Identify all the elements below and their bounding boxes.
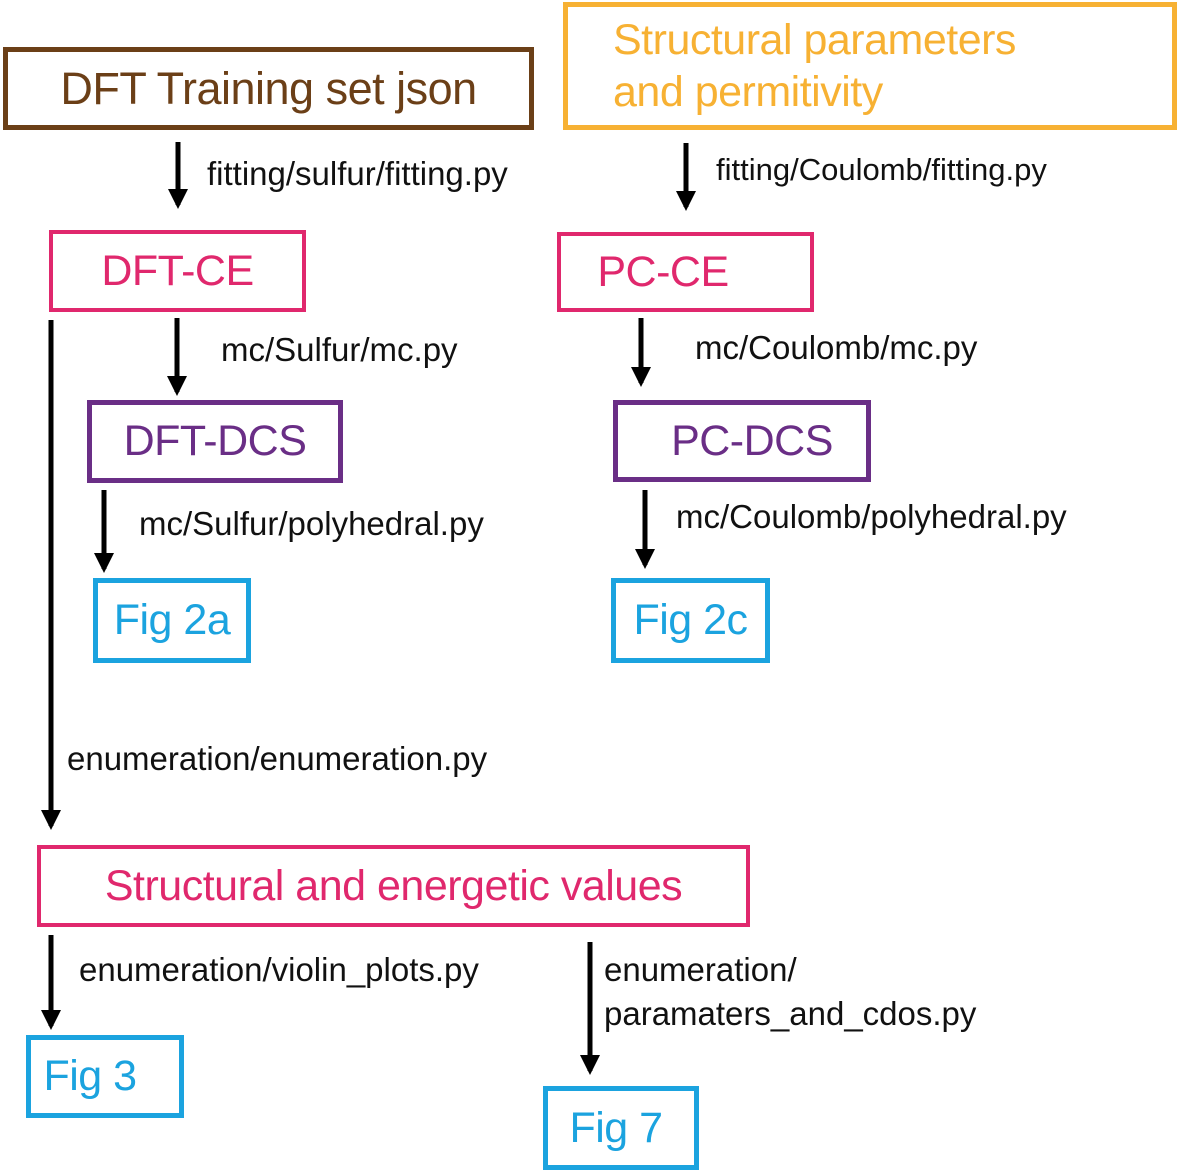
fig-7-label: Fig 7 (569, 1103, 663, 1152)
edge-label-params-cdos-line2: paramaters_and_cdos.py (604, 995, 977, 1032)
edge-label-sulfur-mc: mc/Sulfur/mc.py (221, 331, 458, 368)
fig-2c-node: Fig 2c (611, 578, 770, 663)
edge-label-violin-plots: enumeration/violin_plots.py (79, 951, 479, 988)
fig-3-node: Fig 3 (26, 1035, 184, 1118)
fig-3-label: Fig 3 (43, 1052, 137, 1100)
edge-label-enumeration: enumeration/enumeration.py (67, 740, 488, 777)
fig-2c-label: Fig 2c (633, 596, 748, 644)
edge-label-coulomb-mc: mc/Coulomb/mc.py (695, 329, 978, 366)
dft-dcs-label: DFT-DCS (123, 417, 307, 465)
fig-2a-label: Fig 2a (113, 596, 231, 644)
edge-label-sulfur-fitting: fitting/sulfur/fitting.py (207, 155, 508, 192)
dft-training-set-label: DFT Training set json (60, 62, 477, 114)
edge-label-coulomb-polyhedral: mc/Coulomb/polyhedral.py (676, 498, 1067, 535)
fig-7-node: Fig 7 (543, 1086, 699, 1170)
fig-2a-node: Fig 2a (93, 578, 251, 663)
structural-energetic-node: Structural and energetic values (37, 845, 750, 927)
pc-ce-node: PC-CE (557, 232, 814, 312)
edge-label-params-cdos-line1: enumeration/ (604, 951, 797, 988)
dft-ce-label: DFT-CE (101, 246, 254, 295)
structural-parameters-node: Structural parameters and permitivity (563, 2, 1177, 130)
edge-label-coulomb-fitting: fitting/Coulomb/fitting.py (716, 152, 1047, 187)
structural-parameters-label: Structural parameters and permitivity (613, 16, 1016, 116)
pc-dcs-node: PC-DCS (613, 400, 871, 482)
structural-energetic-label: Structural and energetic values (104, 861, 683, 910)
dft-ce-node: DFT-CE (49, 230, 306, 312)
dft-training-set-node: DFT Training set json (3, 47, 534, 130)
pc-ce-label: PC-CE (597, 247, 729, 296)
pc-dcs-label: PC-DCS (671, 416, 833, 465)
edge-label-sulfur-polyhedral: mc/Sulfur/polyhedral.py (139, 505, 484, 542)
dft-dcs-node: DFT-DCS (87, 400, 343, 483)
